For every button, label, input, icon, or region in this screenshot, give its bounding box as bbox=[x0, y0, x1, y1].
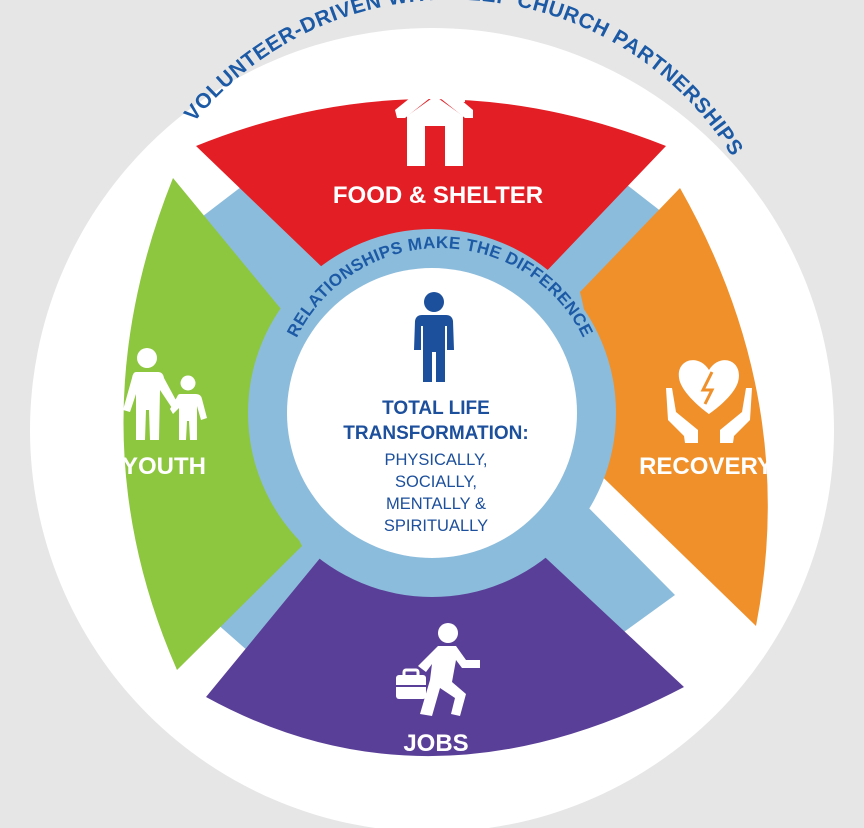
house-icon bbox=[395, 78, 473, 166]
center-disc bbox=[287, 268, 577, 558]
segment-food-shelter bbox=[196, 99, 666, 322]
running-businessman-icon bbox=[396, 623, 480, 716]
person-icon bbox=[414, 292, 454, 382]
center-line-physically: PHYSICALLY, bbox=[384, 451, 487, 469]
center-heading-line1: TOTAL LIFE bbox=[382, 398, 490, 419]
youth-label: YOUTH bbox=[122, 453, 206, 480]
recovery-label: RECOVERY bbox=[639, 453, 773, 480]
heart-hands-icon bbox=[666, 360, 752, 443]
center-line-socially: SOCIALLY, bbox=[395, 473, 477, 491]
food-shelter-label: FOOD & SHELTER bbox=[333, 182, 543, 209]
segment-youth bbox=[123, 178, 302, 670]
jobs-label: JOBS bbox=[403, 730, 468, 757]
center-line-mentally: MENTALLY & bbox=[386, 495, 486, 513]
parent-child-icon bbox=[123, 348, 207, 440]
center-line-spiritually: SPIRITUALLY bbox=[384, 517, 488, 535]
center-heading-line2: TRANSFORMATION: bbox=[343, 423, 528, 444]
